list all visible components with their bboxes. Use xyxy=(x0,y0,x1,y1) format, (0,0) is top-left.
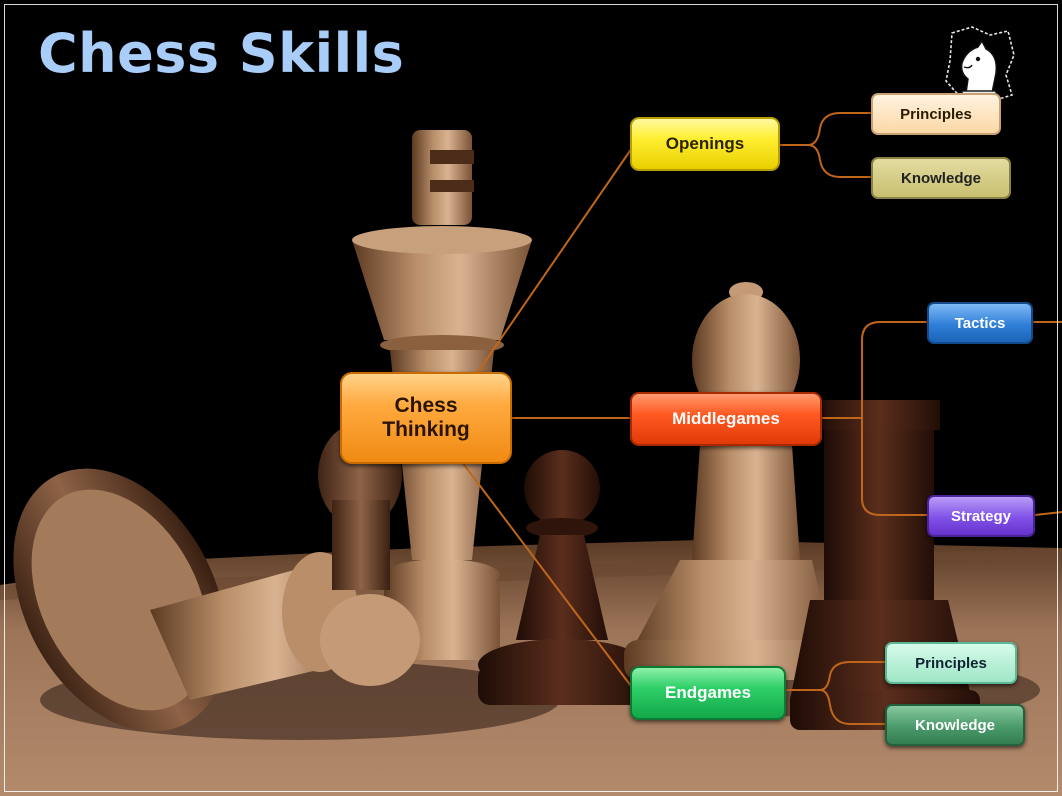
node-openings-knowledge: Knowledge xyxy=(871,157,1011,199)
central-node-line1: Chess xyxy=(394,393,458,417)
page-title: Chess Skills xyxy=(38,22,405,85)
node-endgames: Endgames xyxy=(630,666,786,720)
central-node-chess-thinking: Chess Thinking xyxy=(340,372,512,464)
node-openings-principles: Principles xyxy=(871,93,1001,135)
node-endgames-knowledge: Knowledge xyxy=(885,704,1025,746)
central-node-line2: Thinking xyxy=(382,418,470,441)
node-openings: Openings xyxy=(630,117,780,171)
node-middlegames: Middlegames xyxy=(630,392,822,446)
node-middlegames-strategy: Strategy xyxy=(927,495,1035,537)
node-middlegames-tactics: Tactics xyxy=(927,302,1033,344)
node-endgames-principles: Principles xyxy=(885,642,1017,684)
